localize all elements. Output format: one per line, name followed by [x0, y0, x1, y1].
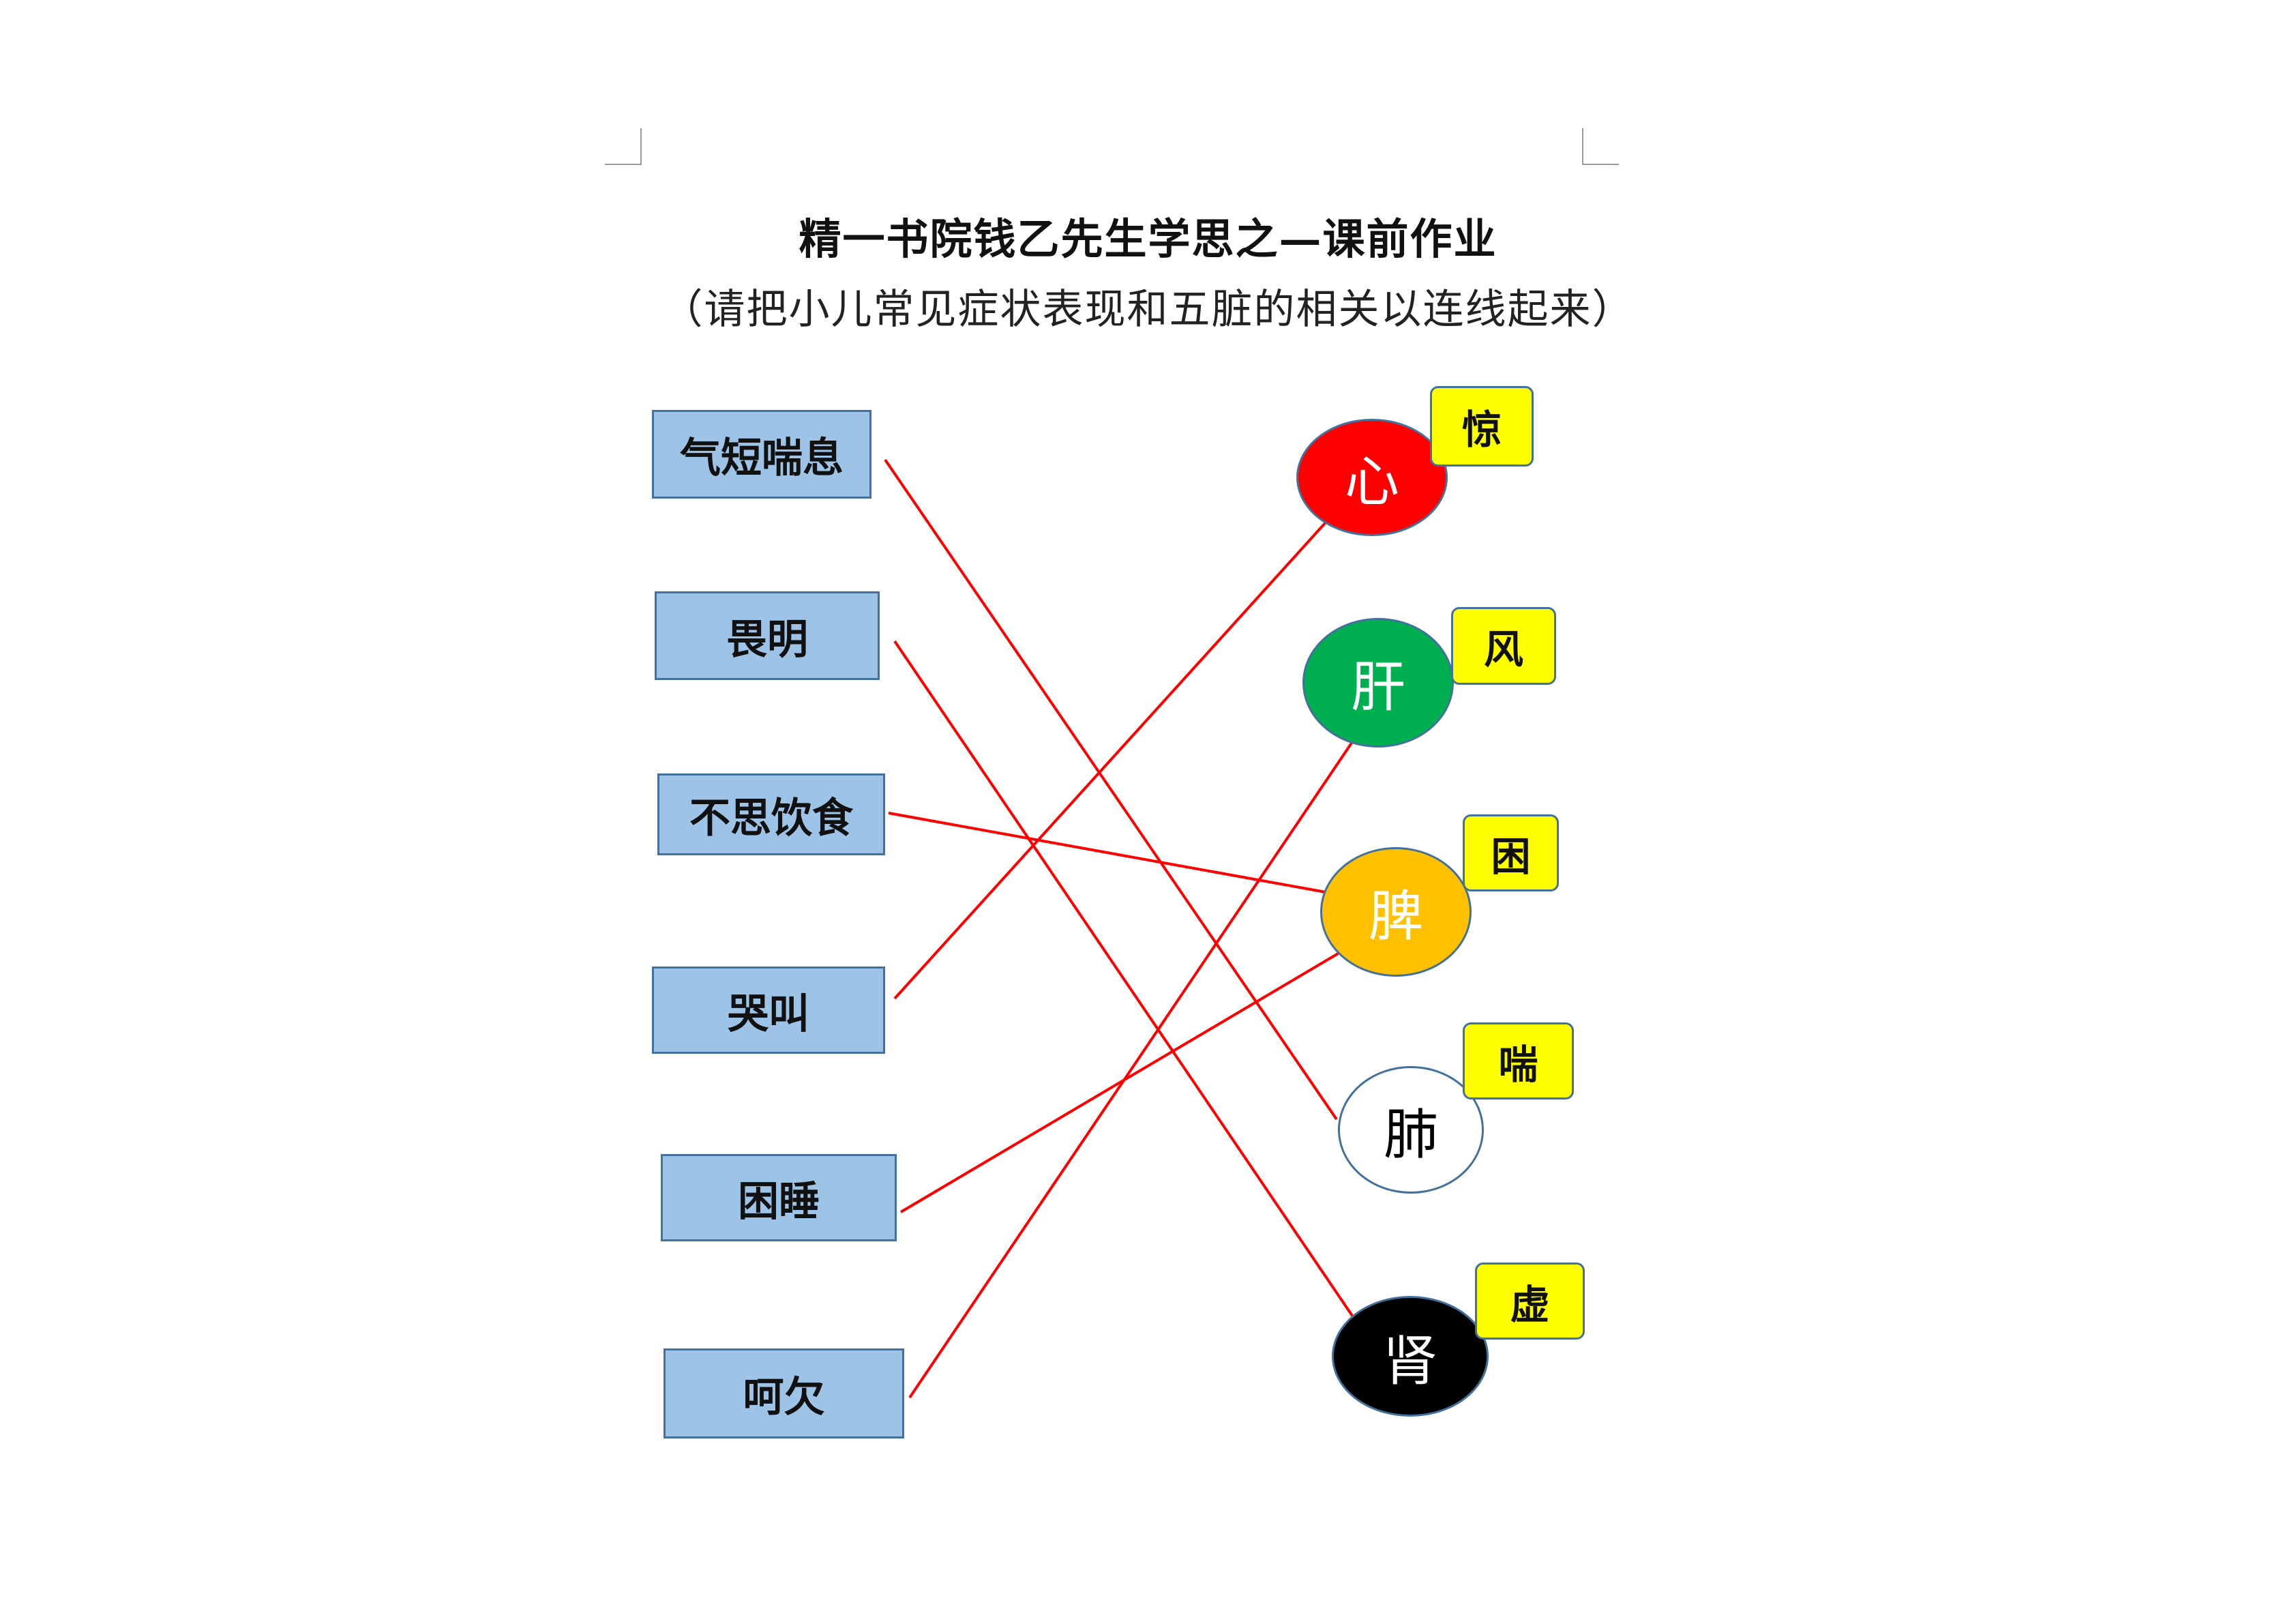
organ-circle-fei: 肺: [1338, 1066, 1484, 1194]
symptom-box-kujiao: 哭叫: [652, 966, 885, 1054]
symptom-box-busi-yinshi: 不思饮食: [657, 773, 885, 855]
connection-line-qiduan-fei: [884, 458, 1338, 1121]
connection-line-heqian-gan: [908, 707, 1376, 1399]
connection-line-weiming-shen: [893, 640, 1354, 1317]
page-subtitle: （请把小儿常见症状表现和五脏的相关以连线起来）: [661, 286, 1635, 334]
connection-line-kunshui-pi: [899, 941, 1359, 1213]
symptom-box-heqian: 呵欠: [664, 1348, 904, 1438]
symptom-box-weiming: 畏明: [655, 591, 880, 680]
organ-circle-pi: 脾: [1320, 847, 1472, 977]
organ-circle-xin: 心: [1296, 419, 1448, 536]
connection-line-kujiao-xin: [893, 521, 1327, 1000]
organ-circle-gan: 肝: [1302, 618, 1454, 748]
organ-tag-feng: 风: [1451, 607, 1556, 685]
connection-line-busi-pi: [888, 812, 1326, 894]
page-corner-mark-top-left: [605, 128, 642, 165]
organ-tag-jing: 惊: [1430, 386, 1534, 467]
page-corner-mark-top-right: [1582, 128, 1619, 165]
symptom-box-kunshui: 困睡: [661, 1154, 897, 1241]
symptom-box-qiduan-chuanxi: 气短喘息: [652, 410, 871, 499]
organ-tag-kun: 困: [1463, 814, 1559, 891]
organ-tag-xu: 虚: [1475, 1263, 1585, 1340]
organ-circle-shen: 肾: [1332, 1296, 1489, 1417]
organ-tag-chuan: 喘: [1463, 1022, 1574, 1099]
page-title: 精一书院钱乙先生学思之—课前作业: [799, 214, 1497, 264]
